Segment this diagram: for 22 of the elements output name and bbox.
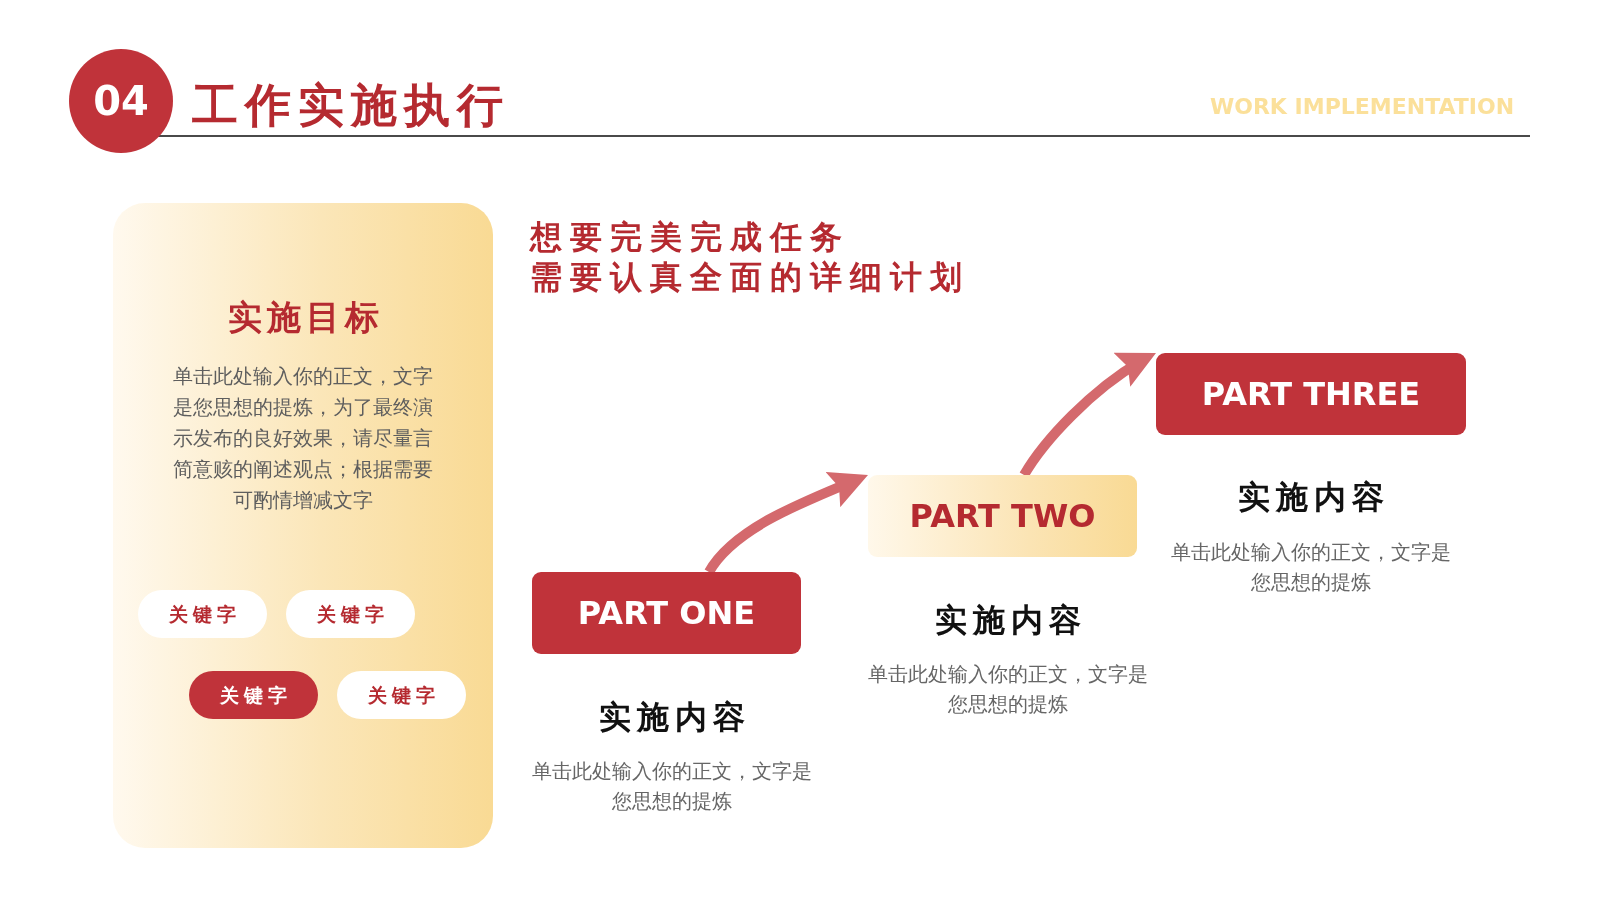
info-card	[113, 203, 493, 848]
card-heading: 实施目标	[226, 300, 384, 334]
keyword-pill: 关键字	[138, 590, 267, 638]
part-box: PART TWO	[868, 475, 1137, 557]
keyword-pill: 关键字	[337, 671, 466, 719]
english-subtitle: WORK IMPLEMENTATION	[1209, 96, 1515, 118]
curved-arrow	[704, 470, 870, 575]
section-description: 单击此处输入你的正文，文字是您思想的提炼	[531, 758, 813, 815]
headline-text: 想要完美完成任务	[530, 221, 850, 253]
section-heading: 实施内容	[1237, 481, 1390, 513]
slide-title: 工作实施执行	[192, 82, 510, 128]
section-heading: 实施内容	[934, 604, 1087, 636]
number-badge: 04	[69, 49, 173, 153]
section-description: 单击此处输入你的正文，文字是您思想的提炼	[867, 661, 1149, 718]
card-body-text: 单击此处输入你的正文，文字是您思想的提炼，为了最终演示发布的良好效果，请尽量言简意赅的阐述观点；根据需要可酌情增减文字	[172, 363, 434, 514]
keyword-pill: 关键字	[189, 671, 318, 719]
part-box: PART THREE	[1156, 353, 1466, 435]
headline-text: 需要认真全面的详细计划	[530, 261, 970, 293]
section-heading: 实施内容	[598, 701, 751, 733]
section-description: 单击此处输入你的正文，文字是您思想的提炼	[1170, 539, 1452, 596]
keyword-pill: 关键字	[286, 590, 415, 638]
part-box: PART ONE	[532, 572, 801, 654]
